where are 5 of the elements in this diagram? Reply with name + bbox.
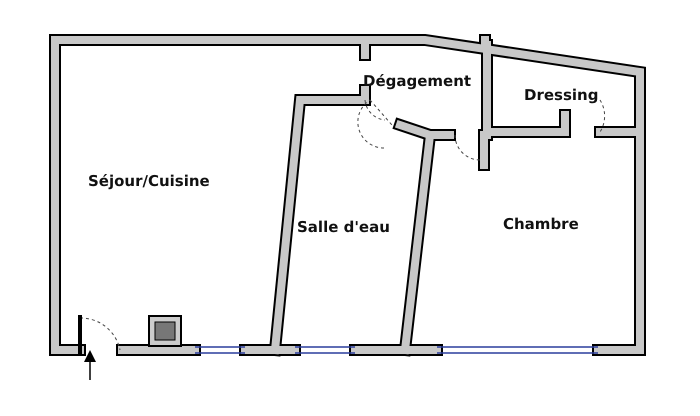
room-label: Salle d'eau [297, 218, 390, 236]
room-label: Dégagement [363, 72, 472, 90]
room-label: Chambre [503, 215, 579, 233]
room-label: Séjour/Cuisine [88, 172, 210, 190]
room-label: Dressing [524, 86, 598, 104]
